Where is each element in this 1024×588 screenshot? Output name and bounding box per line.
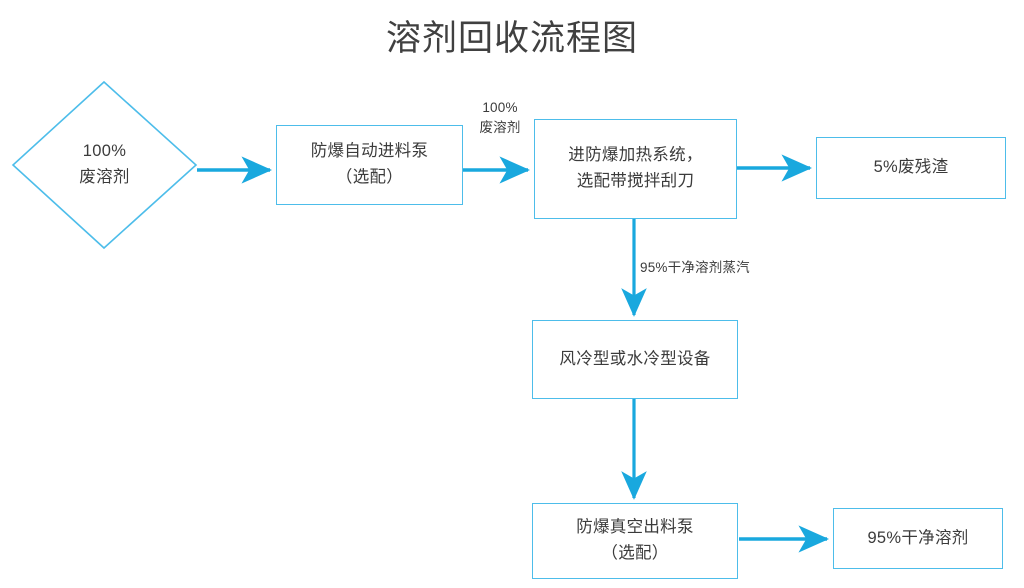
diamond-shape-waste-solvent — [11, 80, 198, 250]
edge-label-feed-pump-to-heating: 100% 废溶剂 — [469, 98, 531, 137]
page-title: 溶剂回收流程图 — [385, 19, 638, 58]
node-line: 防爆真空出料泵 — [576, 518, 694, 537]
node-line: 防爆自动进料泵 — [310, 142, 429, 161]
node-heating-system[interactable]: 进防爆加热系统， 选配带搅拌刮刀 — [534, 119, 737, 219]
node-waste-solvent-input[interactable]: 100% 废溶剂 — [13, 82, 196, 248]
node-line: （选配） — [335, 168, 404, 186]
node-line: （选配） — [601, 544, 669, 562]
edge-label-line: 95%干净溶剂蒸汽 — [640, 260, 750, 275]
node-line: 选配带搅拌刮刀 — [576, 172, 695, 190]
node-feed-pump[interactable]: 防爆自动进料泵 （选配） — [276, 125, 463, 205]
node-clean-solvent-output[interactable]: 95%干净溶剂 — [833, 508, 1003, 569]
node-line: 95%干净溶剂 — [867, 528, 969, 547]
node-line: 风冷型或水冷型设备 — [559, 349, 711, 368]
edge-label-line: 100% — [482, 100, 518, 115]
node-line: 5%废残渣 — [873, 158, 949, 177]
node-waste-residue[interactable]: 5%废残渣 — [816, 137, 1006, 199]
node-line: 进防爆加热系统， — [568, 146, 703, 165]
node-line: 100% — [82, 142, 127, 161]
node-line: 废溶剂 — [79, 168, 130, 186]
node-discharge-pump[interactable]: 防爆真空出料泵 （选配） — [532, 503, 738, 579]
node-cooling-equipment[interactable]: 风冷型或水冷型设备 — [532, 320, 738, 399]
edge-label-line: 废溶剂 — [479, 119, 521, 135]
edge-label-heating-to-cooling: 95%干净溶剂蒸汽 — [640, 258, 750, 278]
